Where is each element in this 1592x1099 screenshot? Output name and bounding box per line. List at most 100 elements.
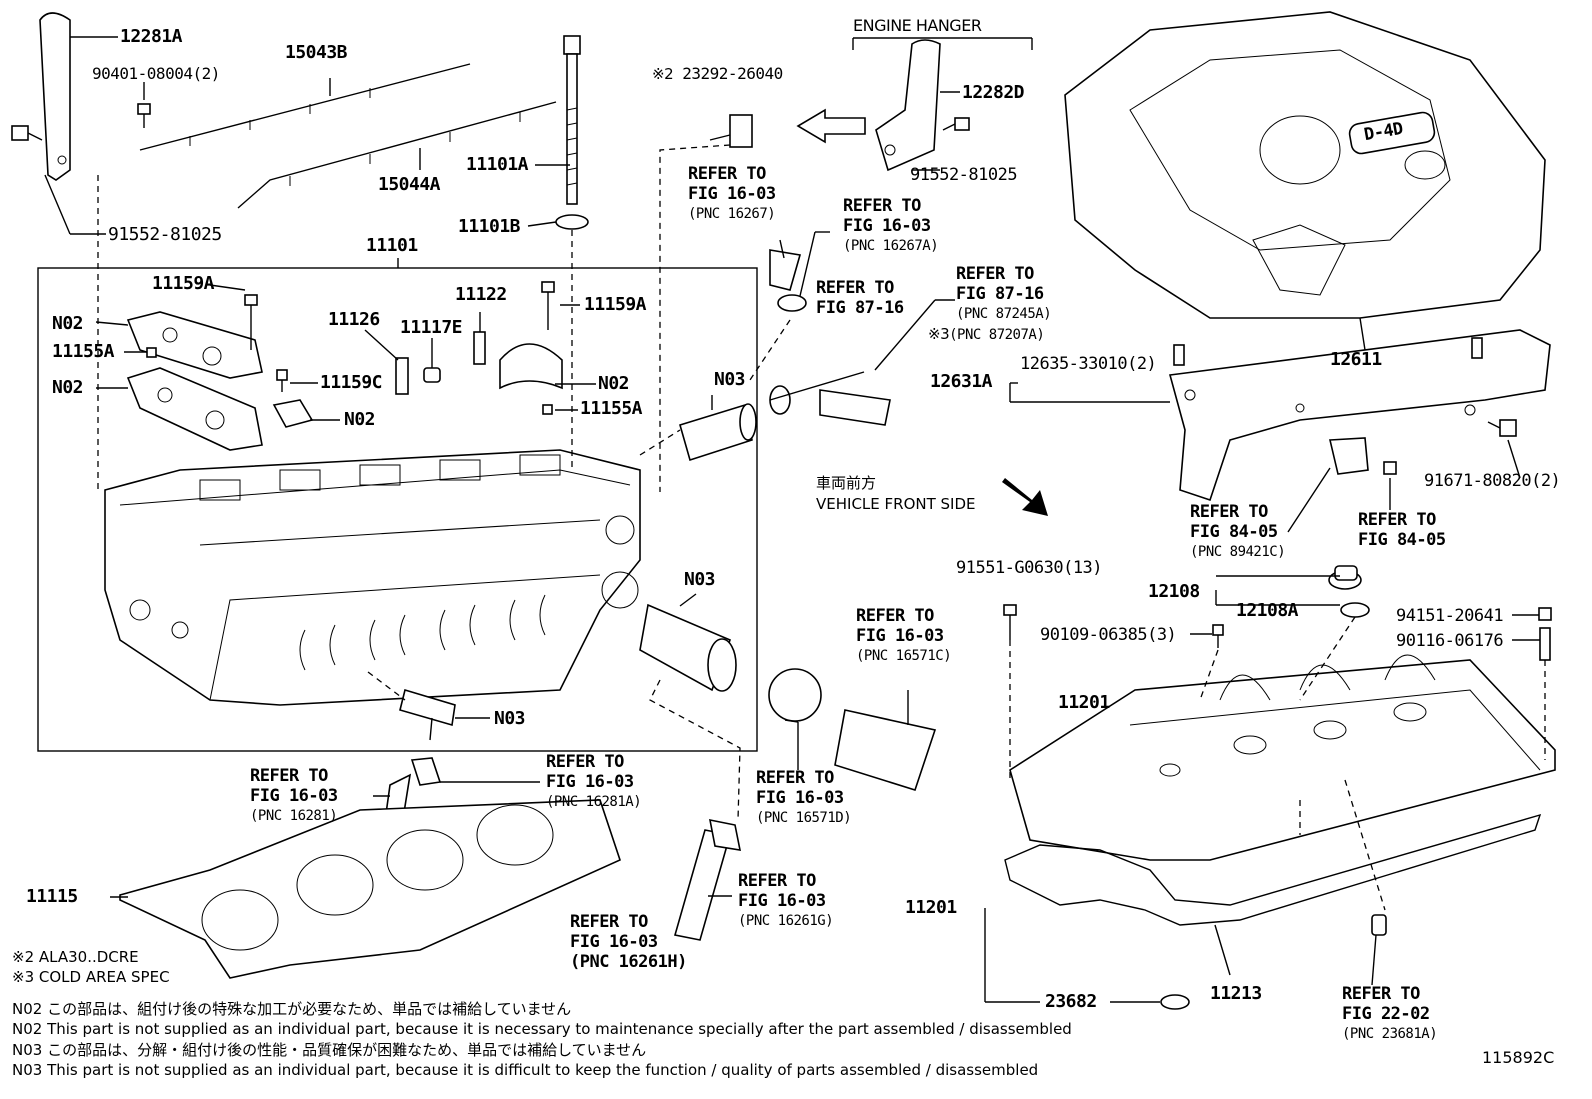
ref-line4: ※3(PNC 87207A) xyxy=(928,324,1051,345)
part-90116-06176[interactable]: 90116-06176 xyxy=(1396,631,1504,651)
part-11159A-right[interactable]: 11159A xyxy=(584,294,647,315)
part-12635-33010[interactable]: 12635-33010(2) xyxy=(1020,354,1157,374)
ref-pnc-89421C[interactable]: REFER TO FIG 84-05 (PNC 89421C) xyxy=(1190,502,1286,562)
cover-logo-badge xyxy=(1348,111,1436,155)
part-11101A[interactable]: 11101A xyxy=(466,154,529,175)
part-11155A-left[interactable]: 11155A xyxy=(52,341,115,362)
bush-11126[interactable] xyxy=(395,357,409,395)
part-11213[interactable]: 11213 xyxy=(1210,983,1262,1004)
part-12108A[interactable]: 12108A xyxy=(1236,600,1299,621)
ref-pnc-16267[interactable]: REFER TO FIG 16-03 (PNC 16267) xyxy=(688,164,776,224)
stud-90109[interactable] xyxy=(1212,624,1224,648)
part-11155A-right[interactable]: 11155A xyxy=(580,398,643,419)
bolt-94151[interactable] xyxy=(1538,607,1552,621)
part-91671-80820[interactable]: 91671-80820(2) xyxy=(1424,471,1561,491)
part-15044A[interactable]: 15044A xyxy=(378,174,441,195)
part-12631A[interactable]: 12631A xyxy=(930,371,993,392)
engine-hanger-12282D[interactable] xyxy=(875,39,941,172)
water-bypass-pipe-N03[interactable] xyxy=(639,603,737,692)
part-11159C[interactable]: 11159C xyxy=(320,372,383,393)
part-11101[interactable]: 11101 xyxy=(366,235,418,256)
plug-11117E[interactable] xyxy=(423,367,441,383)
ref-pnc-16261G[interactable]: REFER TO FIG 16-03 (PNC 16261G) xyxy=(738,871,834,931)
part-23292-26040[interactable]: ※2 23292-26040 xyxy=(652,64,783,84)
bolt-91551[interactable] xyxy=(1003,604,1017,640)
part-91552-81025-right[interactable]: 91552-81025 xyxy=(910,165,1018,185)
head-cover-gasket-11213[interactable] xyxy=(1004,813,1542,926)
part-91552-81025-left[interactable]: 91552-81025 xyxy=(108,224,222,245)
pin-11155A-left[interactable] xyxy=(146,347,157,358)
gasket-12108A[interactable] xyxy=(1340,602,1370,618)
part-N03-1[interactable]: N03 xyxy=(714,369,746,390)
bolt-91671[interactable] xyxy=(1487,419,1517,437)
ref-pnc-16267A[interactable]: REFER TO FIG 16-03 (PNC 16267A) xyxy=(843,196,939,256)
cylinder-head[interactable] xyxy=(104,449,641,706)
part-12282D[interactable]: 12282D xyxy=(962,82,1025,103)
ref-pnc-16261H[interactable]: REFER TO FIG 16-03 (PNC 16261H) xyxy=(570,912,687,972)
ref-pnc-16571D[interactable]: REFER TO FIG 16-03 (PNC 16571D) xyxy=(756,768,852,828)
part-11122[interactable]: 11122 xyxy=(455,284,507,305)
part-12108[interactable]: 12108 xyxy=(1148,581,1200,602)
ref-line2: FIG 16-03 xyxy=(570,932,658,952)
cover-bracket-12631A[interactable] xyxy=(1168,329,1551,502)
engine-hanger-12281A[interactable] xyxy=(39,12,71,181)
oil-filler-cap-12108[interactable] xyxy=(1328,565,1362,590)
bearing-cap-small[interactable] xyxy=(272,399,314,428)
part-11201-top[interactable]: 11201 xyxy=(1058,692,1110,713)
clamp-87-16 xyxy=(769,385,791,415)
part-N02-2[interactable]: N02 xyxy=(52,377,84,398)
wire-15044A[interactable] xyxy=(237,101,557,209)
bolt-91552-left[interactable] xyxy=(11,125,43,141)
pin-11155A-right[interactable] xyxy=(542,404,553,415)
camshaft-bearing-cap-upper[interactable] xyxy=(126,311,263,379)
part-90401-08004[interactable]: 90401-08004(2) xyxy=(92,64,220,83)
ref-pnc-16281[interactable]: REFER TO FIG 16-03 (PNC 16281) xyxy=(250,766,338,826)
engine-cover-12611[interactable] xyxy=(1064,11,1546,319)
ref-fig-84-05[interactable]: REFER TO FIG 84-05 xyxy=(1358,510,1446,550)
part-91551-G0630[interactable]: 91551-G0630(13) xyxy=(956,558,1103,578)
head-bolt-11101A[interactable] xyxy=(563,35,581,205)
part-11126[interactable]: 11126 xyxy=(328,309,380,330)
ref-pnc-87245A[interactable]: REFER TO FIG 87-16 (PNC 87245A) ※3(PNC 8… xyxy=(928,264,1052,345)
ref-pnc-23681A[interactable]: REFER TO FIG 22-02 (PNC 23681A) xyxy=(1342,984,1438,1044)
water-pipe-N03-lower[interactable] xyxy=(399,688,456,741)
part-23682[interactable]: 23682 xyxy=(1045,991,1097,1012)
part-N02-1[interactable]: N02 xyxy=(52,313,84,334)
sensor-23292-26040[interactable] xyxy=(709,114,753,148)
bolt-11159A-right[interactable] xyxy=(541,281,555,330)
ref-line1: REFER TO xyxy=(816,278,894,298)
part-11117E[interactable]: 11117E xyxy=(400,317,463,338)
guide-11122[interactable] xyxy=(473,331,486,365)
part-94151-20641[interactable]: 94151-20641 xyxy=(1396,606,1504,626)
part-11101B[interactable]: 11101B xyxy=(458,216,521,237)
part-N02-3[interactable]: N02 xyxy=(344,409,376,430)
part-N03-3[interactable]: N03 xyxy=(494,708,526,729)
part-N02-4[interactable]: N02 xyxy=(598,373,630,394)
part-15043B[interactable]: 15043B xyxy=(285,42,348,63)
part-11201-side[interactable]: 11201 xyxy=(905,897,957,918)
ref-line2: FIG 16-03 xyxy=(250,786,338,806)
water-outlet-N03-top[interactable] xyxy=(679,403,757,462)
part-90109-06385[interactable]: 90109-06385(3) xyxy=(1040,625,1177,645)
bolt-11159A-left[interactable] xyxy=(244,294,258,350)
cylinder-head-cover-11201[interactable] xyxy=(1009,654,1556,861)
head-gasket-11115[interactable] xyxy=(119,799,621,979)
part-N03-2[interactable]: N03 xyxy=(684,569,716,590)
part-11159A-left[interactable]: 11159A xyxy=(152,273,215,294)
bolt-90401[interactable] xyxy=(137,103,151,128)
bearing-cap-right[interactable] xyxy=(499,343,563,390)
ref-pnc-16281A[interactable]: REFER TO FIG 16-03 (PNC 16281A) xyxy=(546,752,642,812)
part-12611[interactable]: 12611 xyxy=(1330,349,1382,370)
wire-15043B[interactable] xyxy=(139,63,471,151)
part-12281A[interactable]: 12281A xyxy=(120,26,183,47)
stud-12635[interactable] xyxy=(1173,337,1483,366)
gasket-23682[interactable] xyxy=(1160,994,1190,1010)
stud-90116[interactable] xyxy=(1539,627,1551,661)
ref-fig-87-16[interactable]: REFER TO FIG 87-16 xyxy=(816,278,904,318)
washer-11101B[interactable] xyxy=(555,214,589,230)
part-11115[interactable]: 11115 xyxy=(26,886,78,907)
bolt-91552-right[interactable] xyxy=(942,117,970,131)
camshaft-bearing-cap-lower[interactable] xyxy=(126,367,263,451)
ref-pnc-16571C[interactable]: REFER TO FIG 16-03 (PNC 16571C) xyxy=(856,606,952,666)
bolt-11159C[interactable] xyxy=(276,369,288,392)
